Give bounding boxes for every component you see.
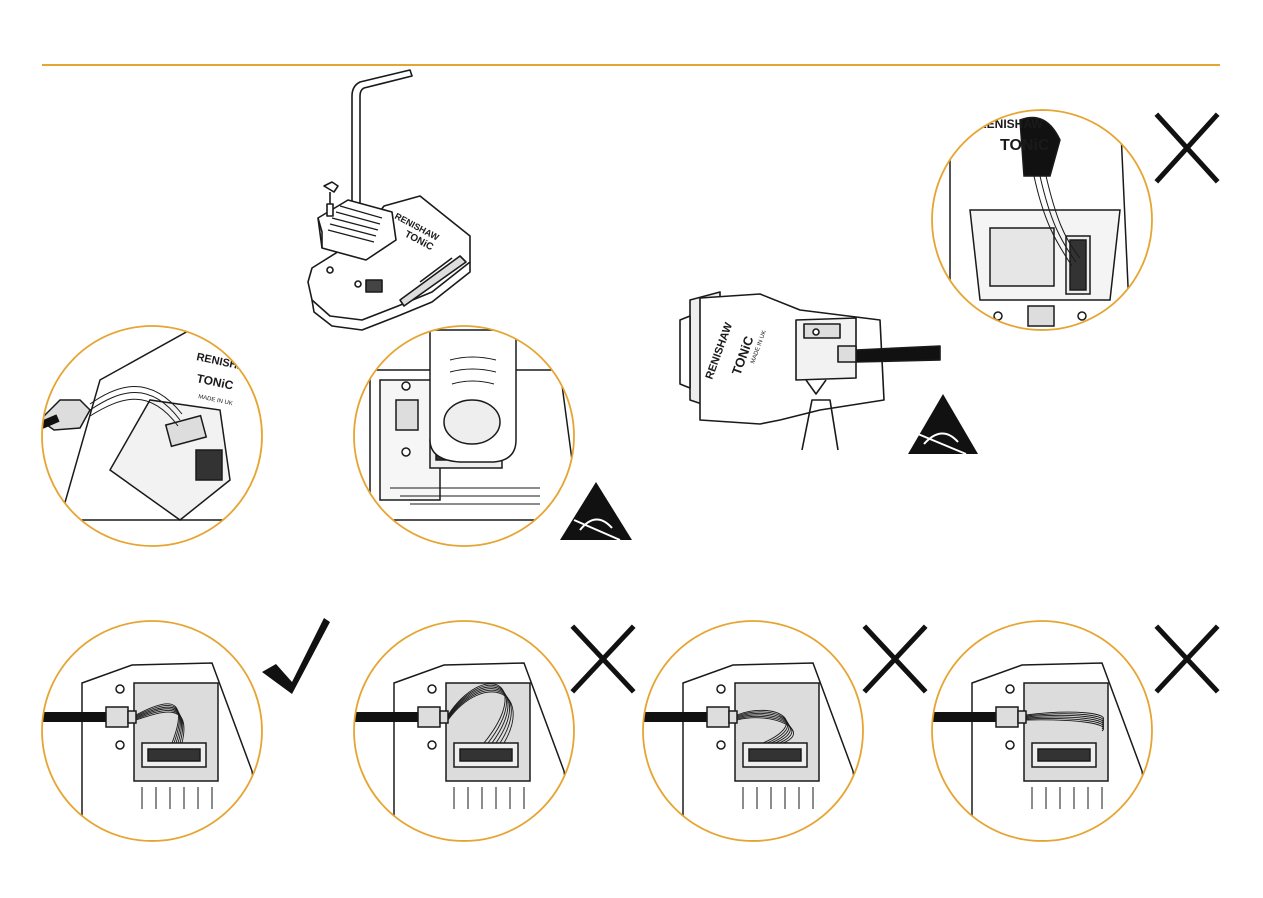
header-rule bbox=[42, 64, 1220, 66]
wire-panel-frame-4 bbox=[931, 620, 1153, 842]
wire-panel-frame-3 bbox=[642, 620, 864, 842]
cross-icon-b3 bbox=[862, 624, 928, 694]
wire-panel-frame-1 bbox=[41, 620, 263, 842]
wire-routing-row bbox=[41, 620, 1153, 842]
detail-circle-press bbox=[353, 325, 575, 547]
cross-icon-b4 bbox=[1154, 624, 1220, 694]
esd-warning-icon-2 bbox=[908, 394, 978, 455]
wire-routing-panel-4 bbox=[931, 620, 1153, 842]
esd-warning-icon-1 bbox=[560, 482, 632, 541]
interface-with-tool-diagram: RENISHAW TONiC MADE IN UK bbox=[679, 291, 941, 451]
circle3-product: TONiC bbox=[1000, 137, 1050, 154]
check-icon bbox=[262, 618, 330, 694]
circle2-frame bbox=[353, 325, 575, 547]
detail-circle-connector: RENISHAW TONiC MADE IN UK bbox=[41, 325, 263, 547]
circle3-frame bbox=[931, 109, 1153, 331]
wire-routing-panel-1 bbox=[41, 620, 263, 842]
wire-routing-panel-2 bbox=[353, 620, 575, 842]
exploded-cover-diagram: RENISHAW TONiC bbox=[307, 69, 471, 331]
cross-icon-b2 bbox=[570, 624, 636, 694]
circle1-frame bbox=[41, 325, 263, 547]
wire-routing-panel-3 bbox=[642, 620, 864, 842]
cross-icon-top bbox=[1154, 112, 1220, 184]
wire-panel-frame-2 bbox=[353, 620, 575, 842]
detail-circle-wrong-routing: RENISHAW TONiC bbox=[931, 109, 1153, 331]
